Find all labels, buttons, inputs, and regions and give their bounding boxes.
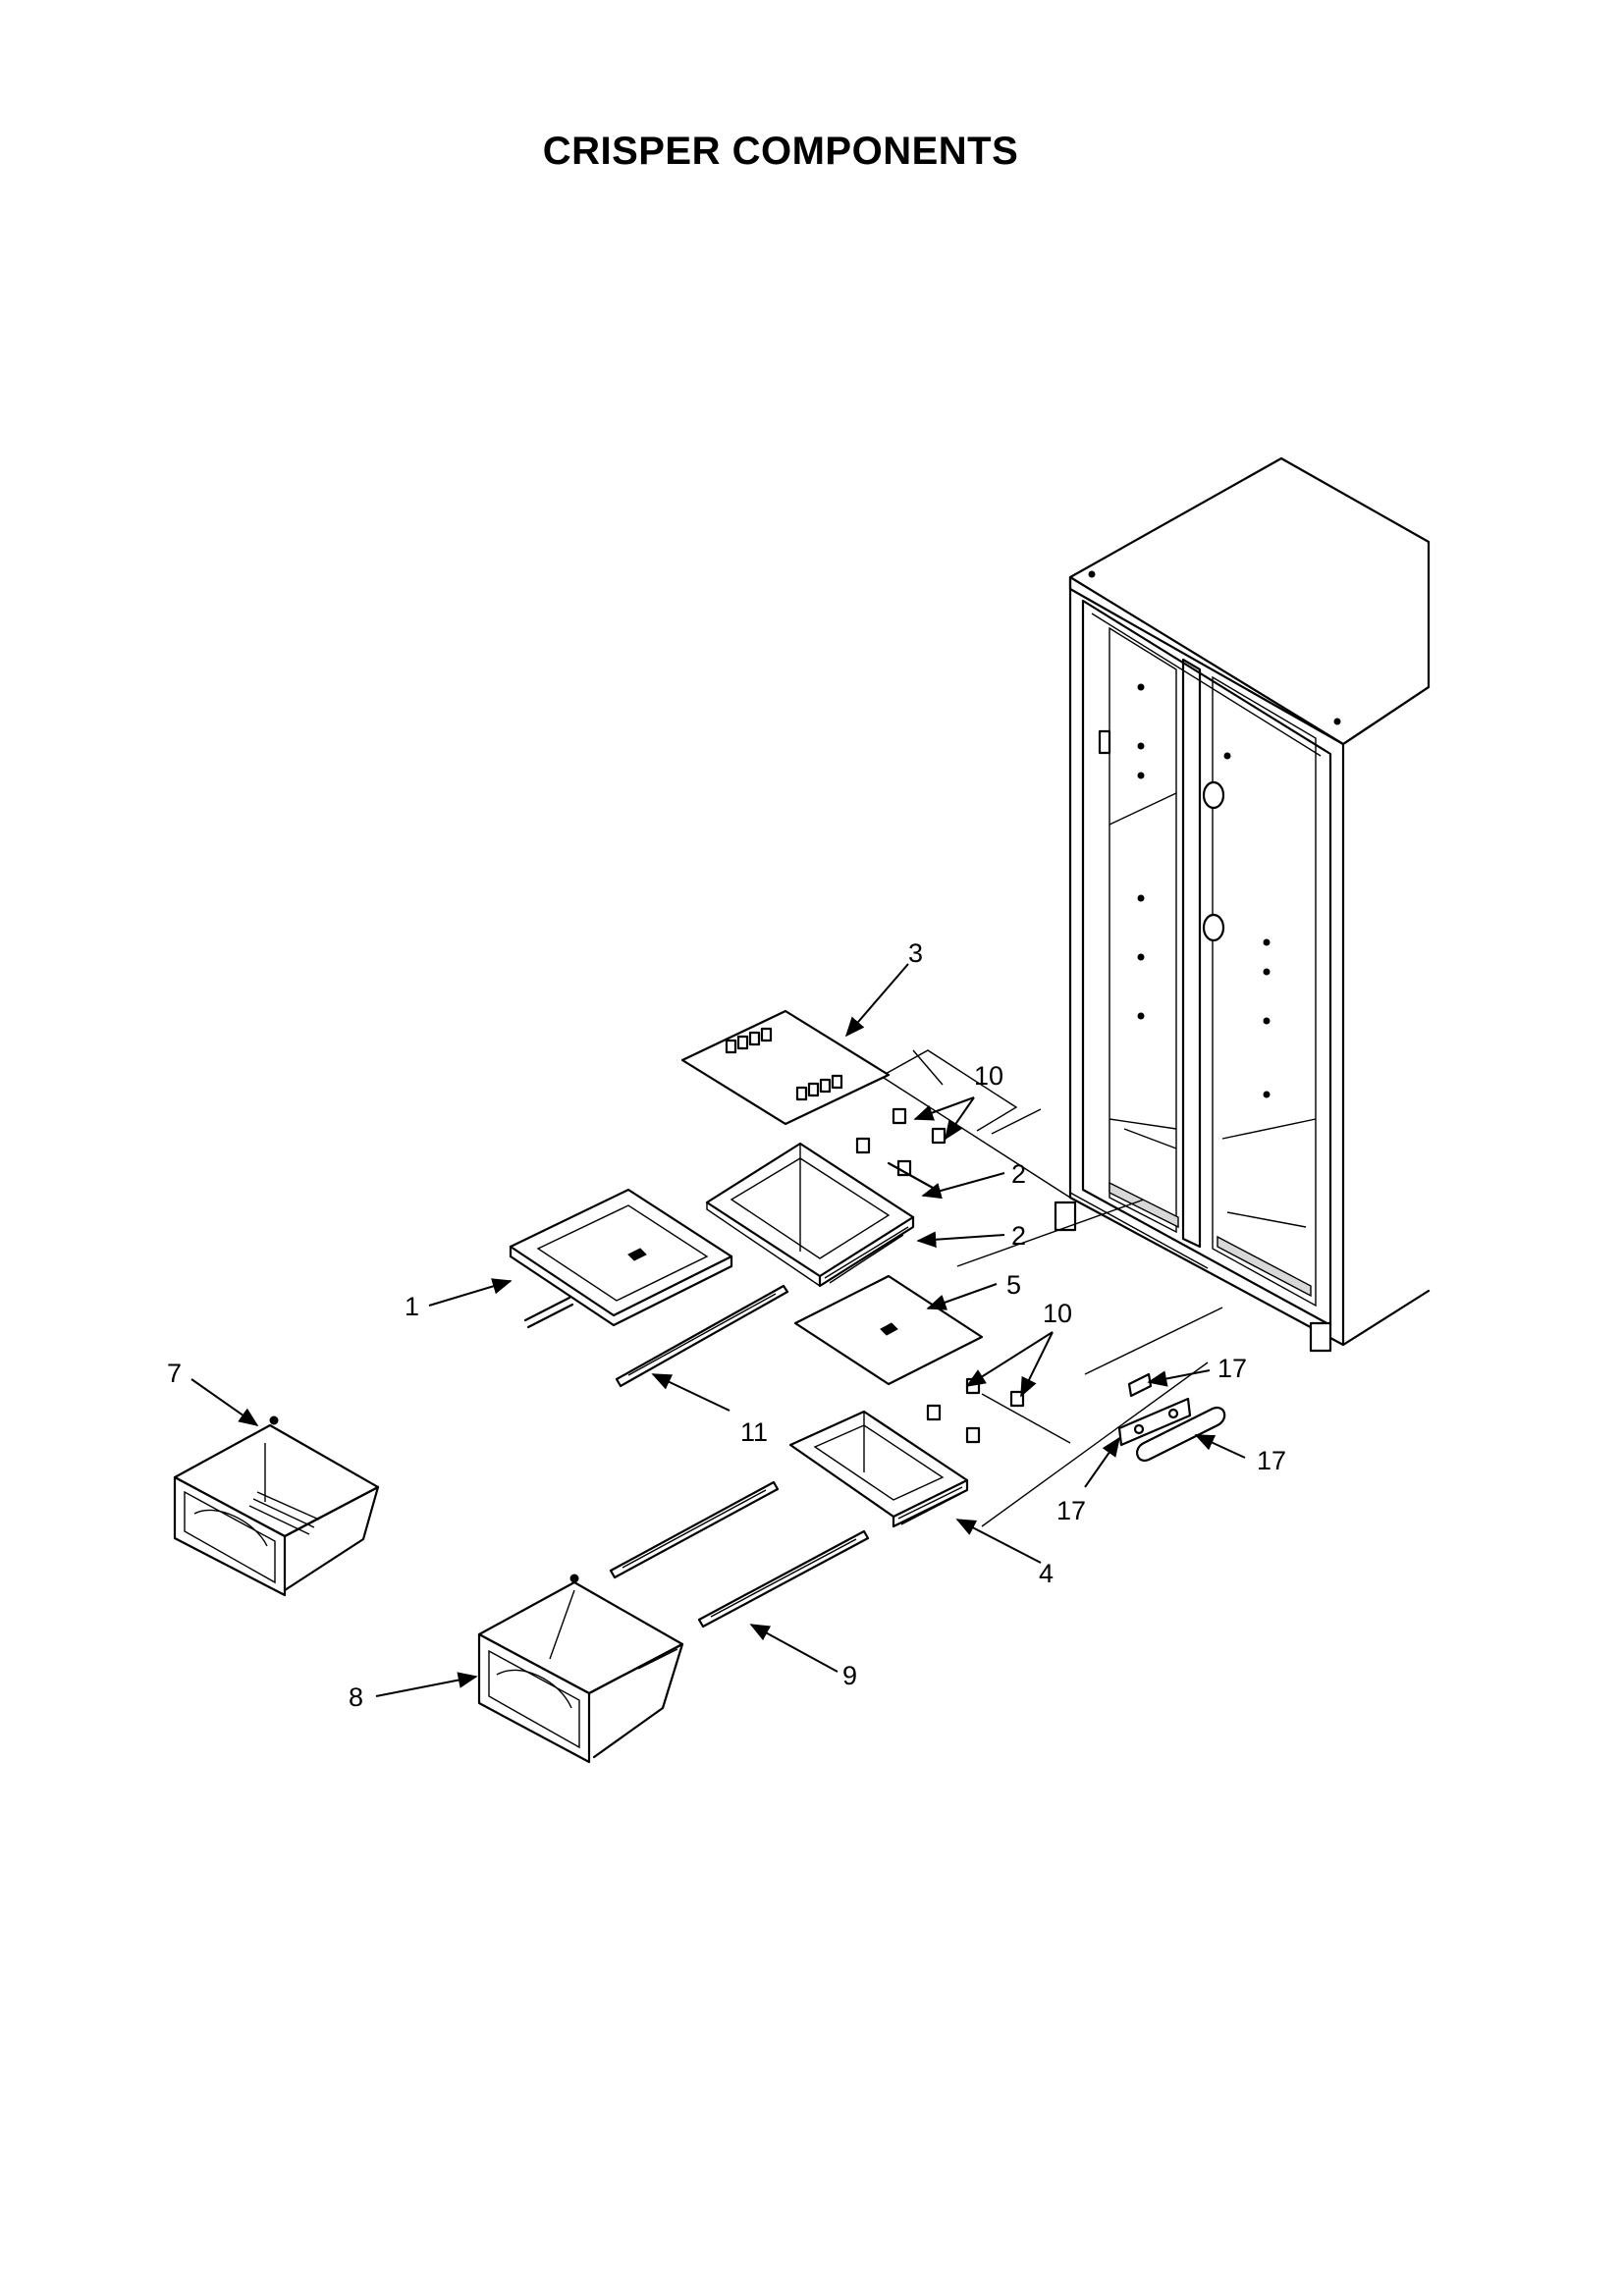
callout-11: 11: [740, 1417, 768, 1447]
part-10-lower-clips: [926, 1377, 1025, 1444]
part-7-crisper-drawer: [173, 1415, 380, 1597]
callout-4: 4: [1039, 1559, 1054, 1588]
callout-17-bottom: 17: [1056, 1496, 1086, 1525]
part-9-slide-rails: [609, 1480, 870, 1629]
part-8-crisper-drawer: [477, 1574, 684, 1764]
callout-9: 9: [842, 1661, 857, 1690]
refrigerator-cabinet: [1054, 456, 1431, 1353]
callout-2-lower: 2: [1011, 1221, 1026, 1251]
part-11-slide-rail: [615, 1284, 789, 1388]
callout-10-upper: 10: [974, 1061, 1003, 1091]
callout-10-lower: 10: [1043, 1299, 1072, 1328]
callout-labels: 1 2 2 3 4 5 7 8 9 10 10 11 17 17 17: [167, 938, 1286, 1712]
part-3-crisper-cover: [680, 1009, 891, 1126]
callout-2-upper: 2: [1011, 1159, 1026, 1189]
part-17-brackets: [1117, 1372, 1226, 1463]
part-1-crisper-shelf: [509, 1188, 733, 1329]
page-title: CRISPER COMPONENTS: [542, 130, 1019, 173]
callout-arrows: [190, 963, 1246, 1697]
callout-17-right: 17: [1257, 1446, 1286, 1475]
callout-7: 7: [167, 1359, 182, 1388]
part-2-upper-crisper-frame: [705, 1142, 915, 1288]
part-5-lower-crisper-cover: [793, 1274, 984, 1386]
callout-3: 3: [908, 938, 923, 968]
part-10-upper-clips: [855, 1107, 947, 1190]
callout-17-top: 17: [1217, 1354, 1247, 1383]
callout-5: 5: [1006, 1270, 1021, 1300]
callout-1: 1: [405, 1292, 419, 1321]
callout-8: 8: [349, 1682, 363, 1712]
part-4-lower-crisper-frame: [788, 1410, 969, 1528]
